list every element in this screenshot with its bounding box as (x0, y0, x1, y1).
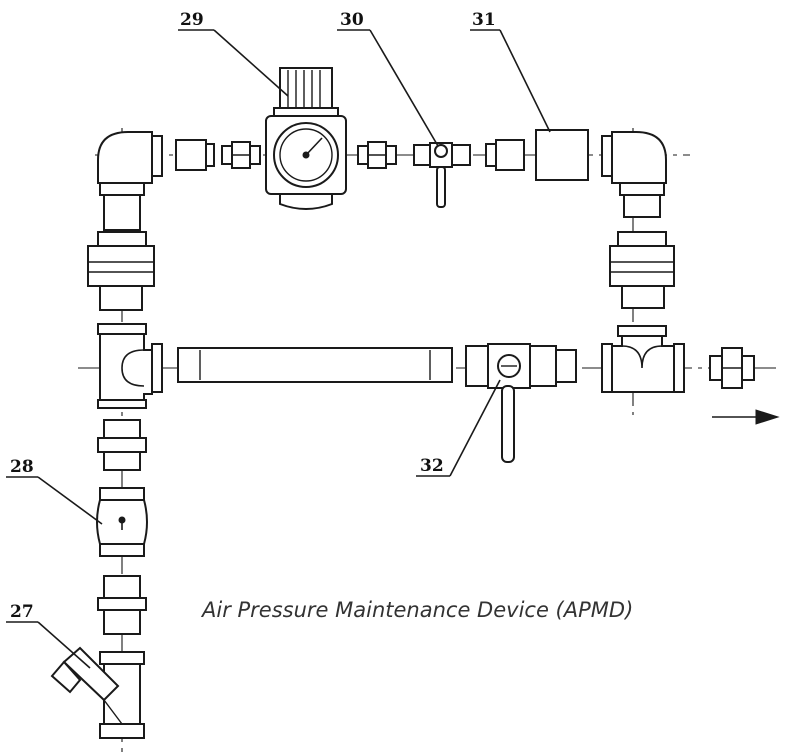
callout-31: 31 (470, 10, 551, 133)
left-union (87, 231, 155, 311)
callout-32: 32 (416, 379, 501, 477)
left-lower-nipple (97, 575, 147, 635)
flow-direction-arrow (712, 409, 780, 425)
callout-30: 30 (337, 10, 439, 147)
pressure-regulator-29 (265, 67, 347, 210)
right-tee (601, 325, 685, 393)
callout-28-label: 28 (10, 457, 34, 477)
ball-valve-32 (465, 343, 577, 463)
y-strainer-27 (50, 646, 145, 739)
callout-31-label: 31 (472, 10, 496, 30)
outlet-hex-nipple (709, 347, 755, 389)
right-upper-nipple (623, 194, 661, 218)
ball-valve-30 (413, 142, 471, 208)
reducer-31 (535, 129, 589, 181)
left-tee (97, 323, 163, 409)
callout-29: 29 (178, 10, 289, 97)
callout-32-label: 32 (420, 456, 444, 476)
callout-28: 28 (6, 457, 103, 525)
right-union (609, 231, 675, 309)
top-mid-hex-nipple (357, 141, 397, 169)
check-valve-28 (96, 487, 148, 557)
left-hex-nipple (97, 419, 147, 471)
top-left-bushing (175, 139, 215, 171)
center-lines (78, 128, 780, 752)
top-left-hex-nipple (221, 141, 261, 169)
callout-27: 27 (6, 602, 91, 669)
left-upper-nipple (103, 194, 141, 231)
top-right-bushing (485, 139, 525, 171)
right-elbow (601, 131, 667, 196)
bypass-pipe (177, 347, 453, 383)
callout-29-label: 29 (180, 10, 204, 30)
diagram-caption: Air Pressure Maintenance Device (APMD) (202, 598, 634, 622)
left-elbow (97, 131, 163, 196)
callout-30-label: 30 (340, 10, 364, 30)
callout-27-label: 27 (10, 602, 34, 622)
